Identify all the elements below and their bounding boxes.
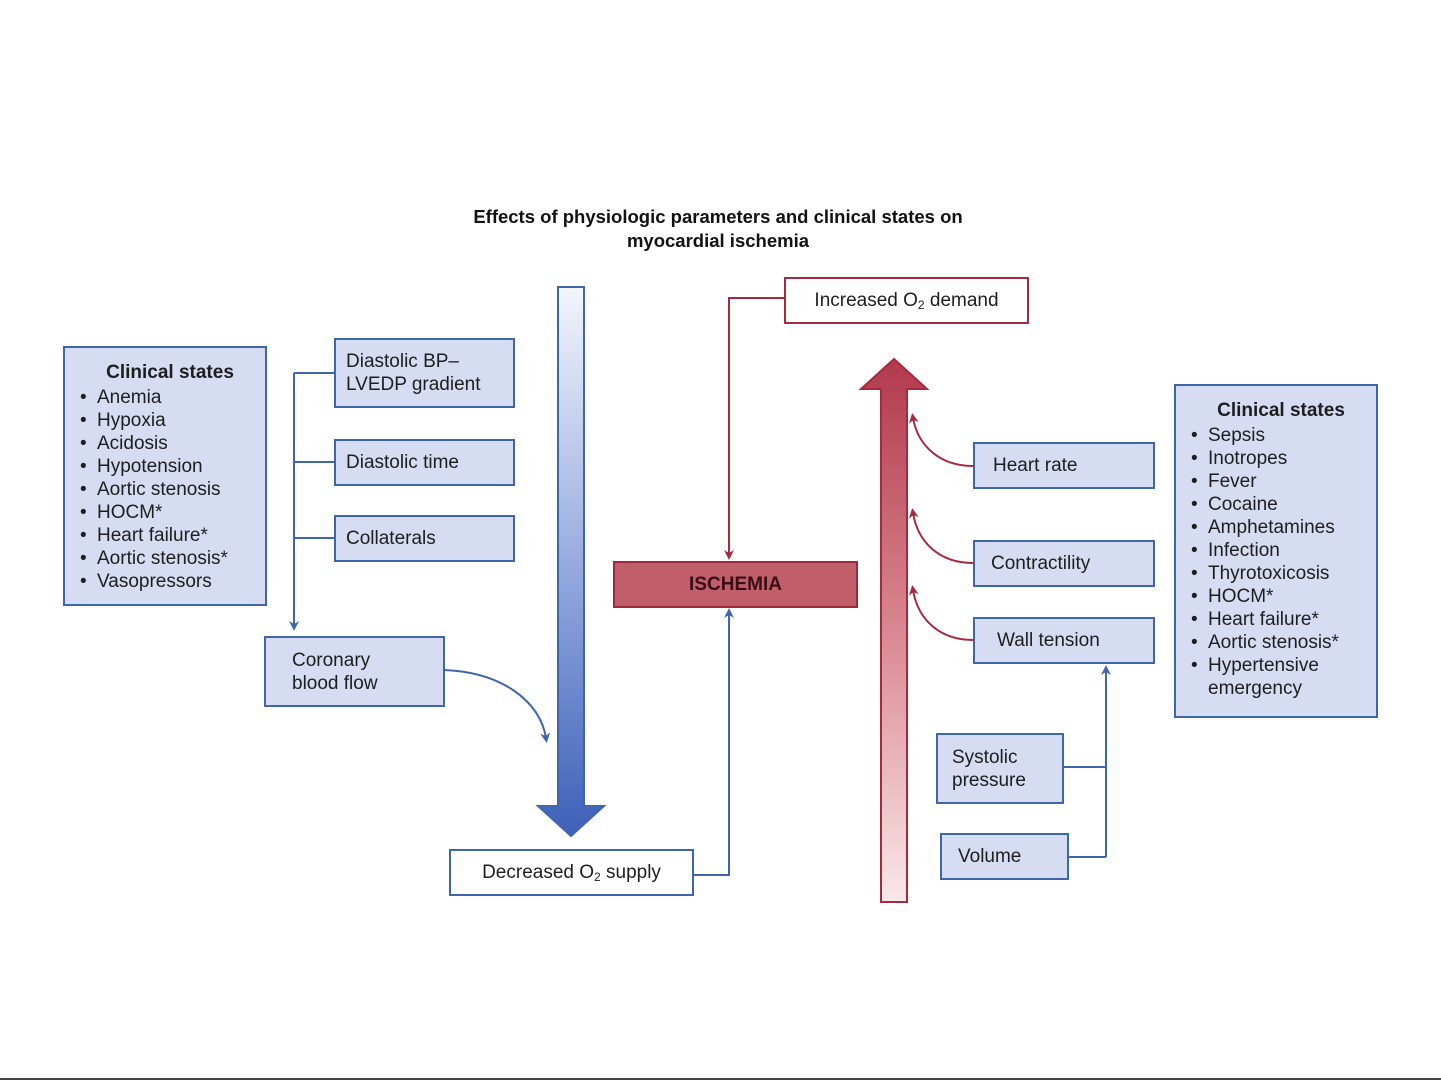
list-item: •Acidosis (80, 433, 168, 454)
coronary-line-1: Coronary (292, 649, 371, 671)
heart-rate-box: Heart rate (973, 442, 1155, 489)
list-item-continuation: emergency (1208, 678, 1302, 699)
right-clinical-heading: Clinical states (1217, 400, 1345, 421)
list-item: •Inotropes (1191, 448, 1288, 469)
title-line-2: myocardial ischemia (626, 230, 809, 251)
ischemia-label: ISCHEMIA (689, 574, 782, 595)
diastolic-bp-line-1: Diastolic BP– (346, 351, 459, 372)
systolic-line-1: Systolic (952, 746, 1018, 768)
right-clinical-states-box: Clinical states •Sepsis •Inotropes •Feve… (1174, 384, 1378, 718)
list-item: •Aortic stenosis* (1191, 632, 1339, 653)
list-item: •HOCM* (80, 502, 163, 523)
demand-factor-curves (908, 413, 974, 641)
coronary-curve-arrow (443, 669, 551, 743)
list-item: •Heart failure* (1191, 609, 1319, 630)
list-item: •Aortic stenosis* (80, 548, 228, 569)
wall-tension-label: Wall tension (997, 630, 1100, 651)
supply-to-ischemia-connector (693, 608, 734, 876)
list-item: •Anemia (80, 387, 162, 408)
wall-tension-bracket (1063, 665, 1111, 858)
list-item: •Cocaine (1191, 494, 1278, 515)
bottom-divider (0, 1078, 1441, 1080)
ischemia-box: ISCHEMIA (613, 561, 858, 608)
list-item: •Amphetamines (1191, 517, 1335, 538)
list-item: •HOCM* (1191, 586, 1274, 607)
demand-to-ischemia-connector (724, 297, 784, 560)
supply-factors-bracket (289, 372, 334, 631)
heart-rate-label: Heart rate (993, 455, 1078, 476)
coronary-line-2: blood flow (292, 672, 378, 694)
left-clinical-states-box: Clinical states •Anemia •Hypoxia •Acidos… (63, 346, 267, 606)
contractility-label: Contractility (991, 553, 1091, 574)
decreased-o2-supply-label: Decreased O2 supply (482, 862, 661, 884)
increased-o2-demand-label: Increased O2 demand (814, 290, 999, 312)
list-item: •Aortic stenosis (80, 479, 221, 500)
wall-tension-box: Wall tension (973, 617, 1155, 664)
list-item: •Hypoxia (80, 410, 166, 431)
right-clinical-list: •Sepsis •Inotropes •Fever •Cocaine •Amph… (1186, 424, 1376, 700)
list-item: •Thyrotoxicosis (1191, 563, 1330, 584)
diastolic-time-box: Diastolic time (334, 439, 515, 486)
coronary-blood-flow-box: Coronary blood flow (264, 636, 445, 707)
title-line-1: Effects of physiologic parameters and cl… (473, 206, 963, 227)
list-item: •Fever (1191, 471, 1257, 492)
list-item: •Hypertensive (1191, 655, 1319, 676)
left-clinical-list: •Anemia •Hypoxia •Acidosis •Hypotension … (75, 386, 265, 593)
list-item: •Hypotension (80, 456, 203, 477)
systolic-line-2: pressure (952, 769, 1026, 791)
contractility-box: Contractility (973, 540, 1155, 587)
diagram-title: Effects of physiologic parameters and cl… (380, 205, 1056, 253)
supply-down-arrow (535, 286, 607, 838)
diastolic-bp-gradient-box: Diastolic BP– LVEDP gradient (334, 338, 515, 408)
increased-o2-demand-box: Increased O2 demand (784, 277, 1029, 324)
list-item: •Sepsis (1191, 425, 1266, 446)
diastolic-time-label: Diastolic time (346, 452, 459, 473)
decreased-o2-supply-box: Decreased O2 supply (449, 849, 694, 896)
collaterals-box: Collaterals (334, 515, 515, 562)
volume-box: Volume (940, 833, 1069, 880)
systolic-pressure-box: Systolic pressure (936, 733, 1064, 804)
left-clinical-heading: Clinical states (106, 362, 234, 383)
list-item: •Heart failure* (80, 525, 208, 546)
list-item: •Infection (1191, 540, 1280, 561)
volume-label: Volume (958, 846, 1022, 867)
collaterals-label: Collaterals (346, 528, 436, 549)
list-item: •Vasopressors (80, 571, 212, 592)
diastolic-bp-line-2: LVEDP gradient (346, 374, 481, 395)
demand-up-arrow (858, 357, 930, 903)
